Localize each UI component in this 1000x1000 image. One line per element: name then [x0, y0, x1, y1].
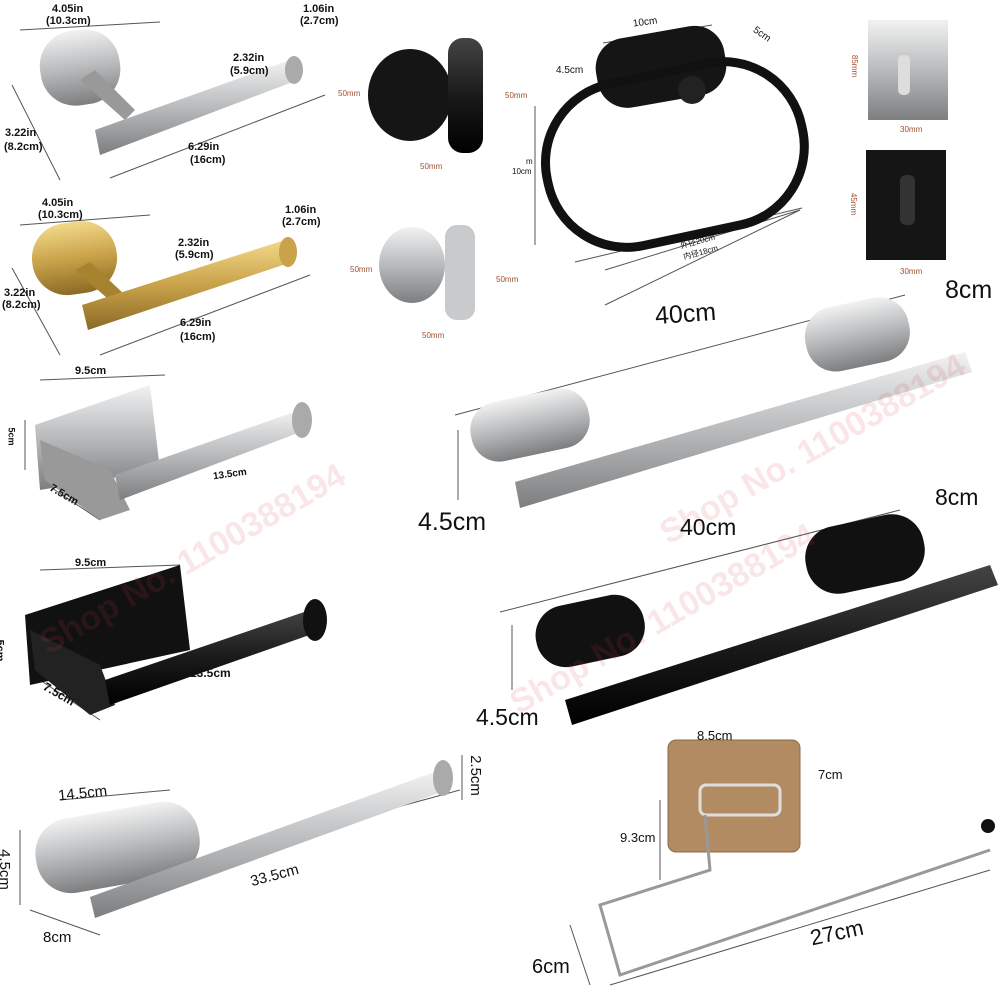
black-towel-ring: [540, 25, 809, 252]
dim-label: 1.06in: [303, 3, 335, 15]
dim-label: m: [526, 157, 533, 166]
black-round-hook: [368, 38, 483, 153]
dim-label: 6.29in: [180, 317, 212, 329]
dim-label: 2.32in: [233, 52, 265, 64]
dim-label: 50mm: [350, 265, 373, 274]
dim-label: 2.5cm: [466, 755, 484, 796]
dim-label: 6cm: [532, 956, 570, 978]
dim-label: 4.5cm: [418, 508, 487, 536]
silver-towel-bar: [470, 297, 972, 508]
dim-label: (2.7cm): [282, 216, 321, 228]
silver-toilet-roll-holder: [39, 29, 303, 155]
long-silver-roll-holder: [35, 760, 453, 918]
dim-label: 4.05in: [52, 3, 84, 15]
dim-label: 4.05in: [42, 197, 74, 209]
black-towel-bar: [535, 514, 998, 725]
dim-label: 3.22in: [4, 287, 36, 299]
dim-label: 10cm: [512, 167, 532, 176]
dim-label: 9.5cm: [75, 557, 107, 569]
dim-label: (10.3cm): [38, 209, 83, 221]
wire-paper-towel-holder: [598, 739, 995, 977]
silver-round-hook: [379, 225, 475, 320]
dim-label: 1.06in: [285, 204, 317, 216]
dim-label: 7cm: [818, 767, 843, 782]
dim-label: 4.5cm: [476, 704, 539, 730]
dim-label: (10.3cm): [46, 15, 91, 27]
dim-label: (8.2cm): [2, 299, 41, 311]
gold-toilet-roll-holder: [31, 221, 297, 330]
dim-label: 8cm: [945, 276, 993, 304]
dim-label: 9.5cm: [75, 365, 107, 377]
dim-label: (8.2cm): [4, 141, 43, 153]
black-square-roll-holder: [25, 565, 327, 715]
dim-label: 50mm: [420, 162, 443, 171]
dim-label: 8cm: [43, 929, 72, 946]
dim-label: 50mm: [496, 275, 519, 284]
dim-label: 50mm: [422, 331, 445, 340]
silver-square-hook: [868, 20, 948, 120]
dim-label: 3.22in: [5, 127, 37, 139]
dim-label: 30mm: [900, 125, 923, 134]
dim-label: 50mm: [505, 91, 528, 100]
dim-label: (5.9cm): [175, 249, 214, 261]
dim-label: 50mm: [338, 89, 361, 98]
dim-label: 8.5cm: [697, 728, 733, 743]
dim-label: 2.32in: [178, 237, 210, 249]
dim-label: (16cm): [180, 331, 216, 343]
dim-label: 8cm: [935, 484, 979, 510]
dim-label: 5cm: [0, 639, 6, 662]
dim-label: (16cm): [190, 154, 226, 166]
dim-label: 5cm: [6, 427, 17, 446]
dim-label: 4.5cm: [556, 65, 584, 76]
silver-square-roll-holder: [35, 385, 312, 520]
dim-label: (2.7cm): [300, 15, 339, 27]
dim-label: 40cm: [680, 514, 737, 540]
dim-label: 85mm: [850, 54, 860, 78]
dim-label: 4.5cm: [0, 849, 13, 890]
dim-label: 30mm: [900, 267, 923, 276]
dim-label: 40cm: [654, 297, 718, 331]
dim-label: (5.9cm): [230, 65, 269, 77]
dim-label: 6.29in: [188, 141, 220, 153]
black-square-hook: [866, 150, 946, 260]
dim-label: 45mm: [849, 192, 859, 216]
dim-label: 9.3cm: [620, 830, 656, 845]
dim-label: 13.5cm: [190, 666, 231, 680]
